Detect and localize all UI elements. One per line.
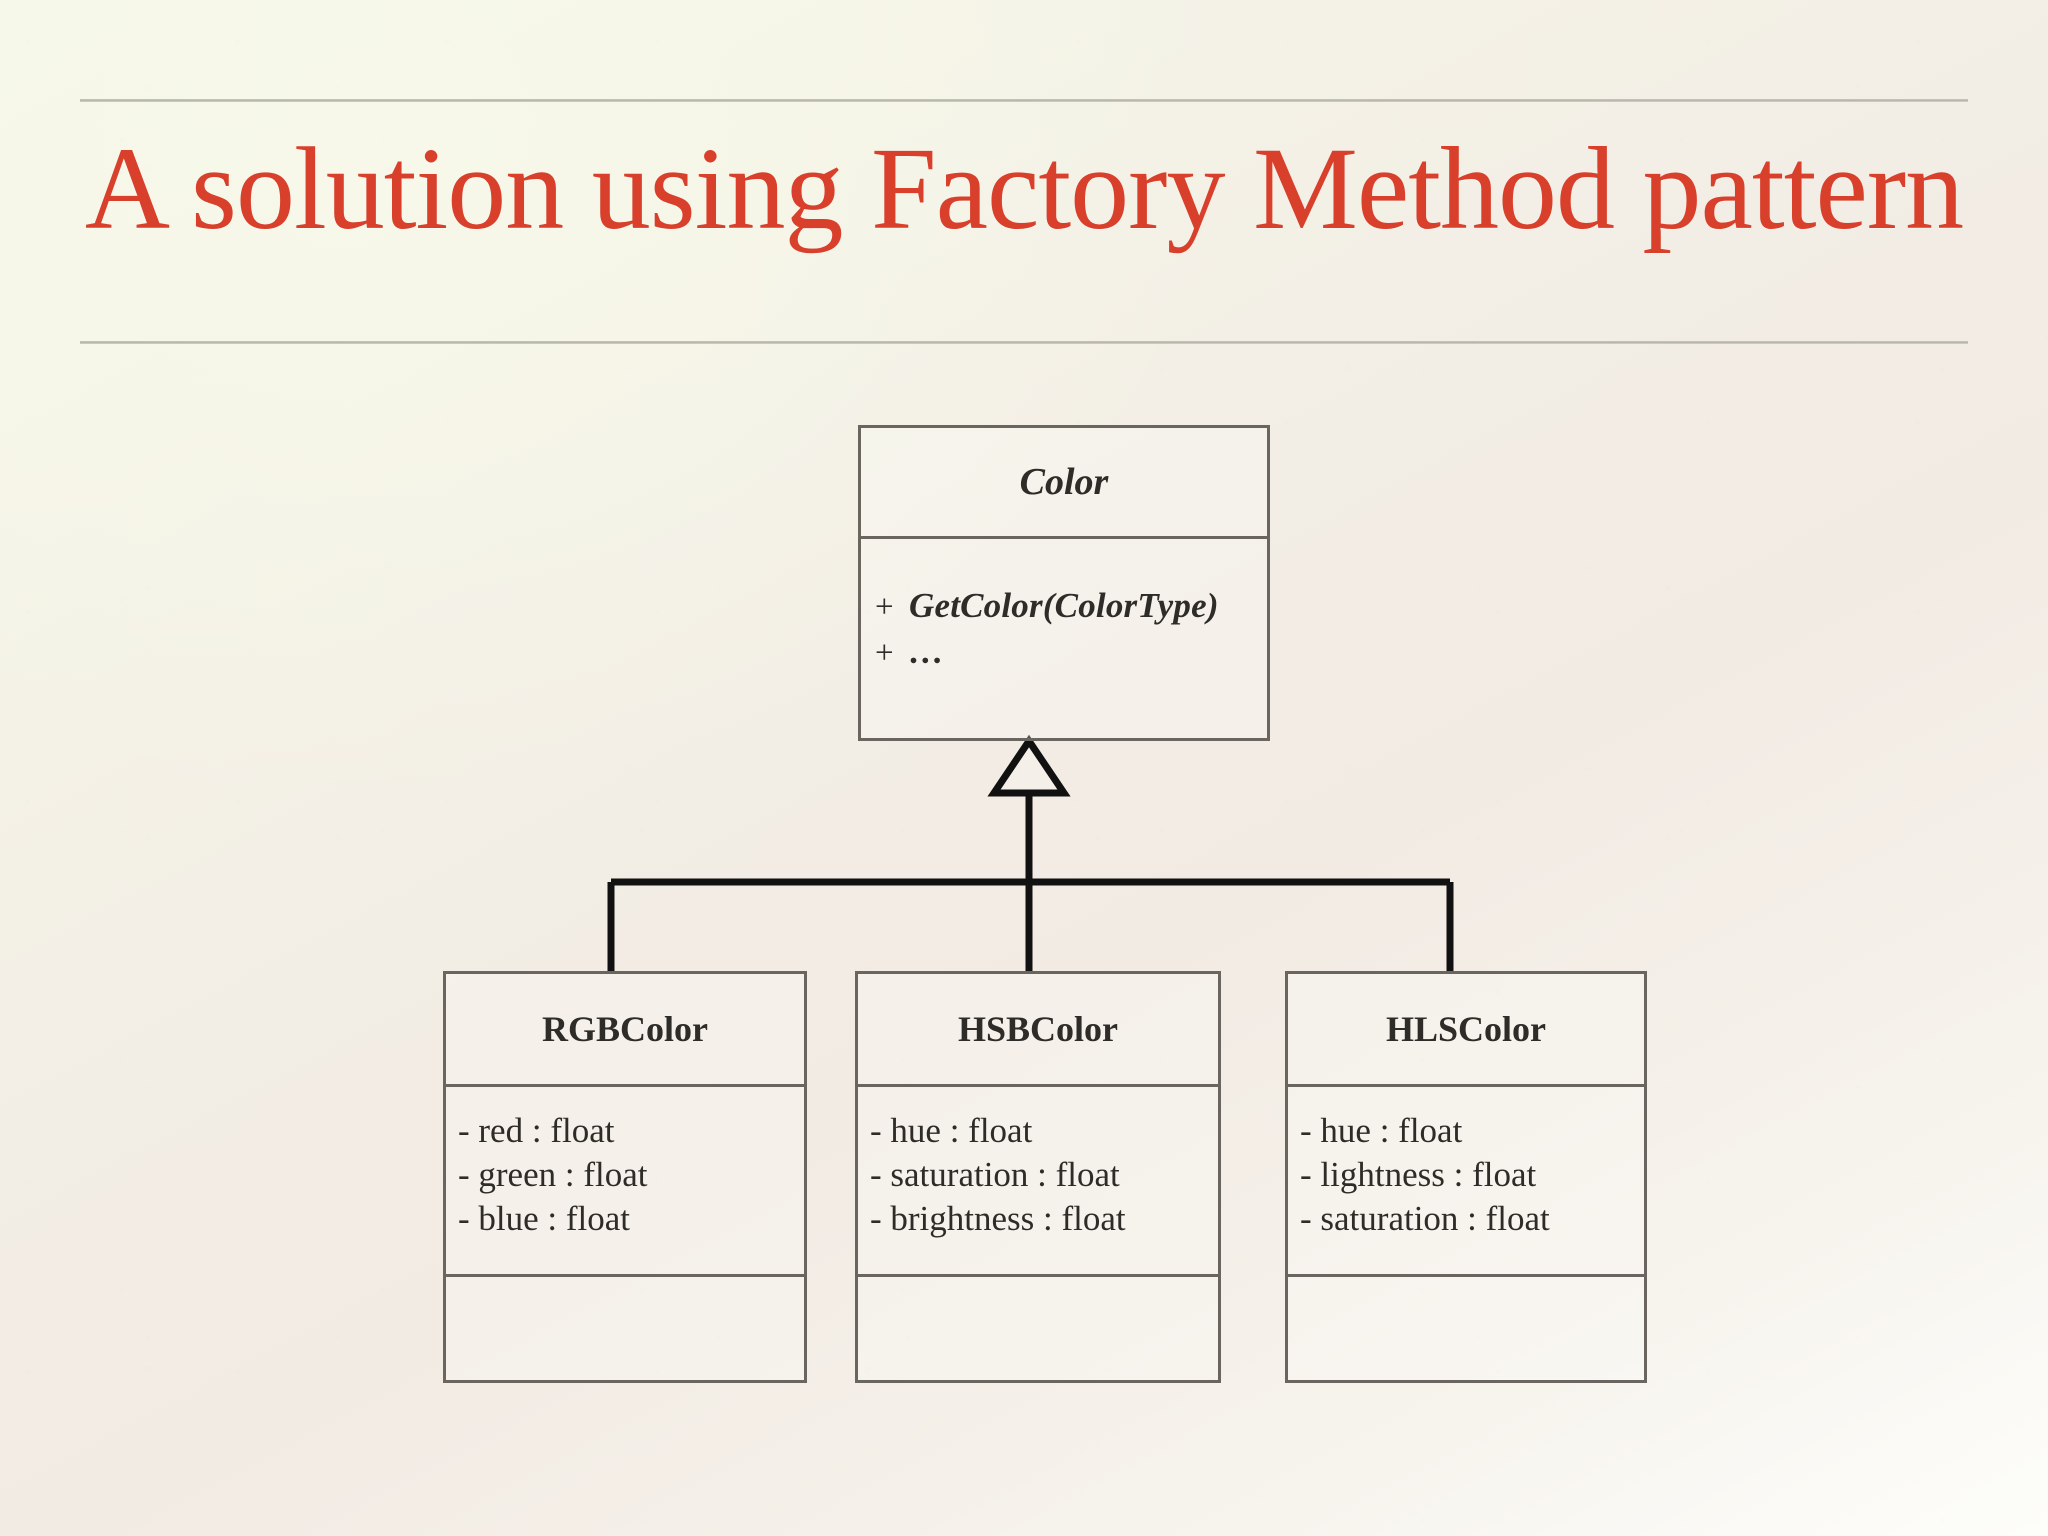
uml-class-rgbcolor-header: RGBColor (446, 974, 804, 1084)
uml-class-hlscolor-name: HLSColor (1385, 1009, 1546, 1049)
uml-attribute-row: - hue : float (1300, 1111, 1463, 1150)
uml-attribute-row: - blue : float (458, 1199, 631, 1239)
uml-attribute-row: - saturation : float (1300, 1199, 1550, 1239)
uml-attribute-row: - brightness : float (870, 1199, 1126, 1239)
uml-class-rgbcolor-name: RGBColor (542, 1009, 708, 1049)
title-rule-top (80, 99, 1968, 102)
uml-class-hsbcolor-operations (858, 1274, 1218, 1380)
uml-operation-row: + … (875, 629, 1267, 675)
uml-class-color-header: Color (861, 428, 1267, 536)
uml-class-rgbcolor[interactable]: RGBColor - red : float - green : float -… (443, 971, 807, 1383)
uml-class-rgbcolor-attributes: - red : float - green : float - blue : f… (446, 1084, 804, 1274)
uml-attribute-row: - saturation : float (870, 1155, 1120, 1195)
uml-attribute-row: - red : float (458, 1111, 615, 1150)
uml-class-color-operations: + GetColor(ColorType) + … (861, 536, 1267, 738)
title-rule-bottom (80, 341, 1968, 344)
uml-class-hsbcolor-header: HSBColor (858, 974, 1218, 1084)
uml-class-hsbcolor-attributes: - hue : float - saturation : float - bri… (858, 1084, 1218, 1274)
uml-class-hsbcolor-name: HSBColor (957, 1009, 1118, 1049)
uml-class-hlscolor-attributes: - hue : float - lightness : float - satu… (1288, 1084, 1644, 1274)
uml-attribute-row: - hue : float (870, 1111, 1033, 1150)
visibility-marker: + (875, 634, 894, 671)
uml-class-color[interactable]: Color + GetColor(ColorType) + … (858, 425, 1270, 741)
page-title: A solution using Factory Method pattern (84, 123, 1964, 254)
uml-attribute-row: - lightness : float (1300, 1155, 1537, 1195)
uml-operation-row: + GetColor(ColorType) (875, 583, 1267, 629)
uml-class-hlscolor-header: HLSColor (1288, 974, 1644, 1084)
uml-class-rgbcolor-operations (446, 1274, 804, 1380)
uml-class-hlscolor-operations (1288, 1274, 1644, 1380)
uml-attribute-row: - green : float (458, 1155, 648, 1195)
inheritance-triangle-icon (987, 734, 1071, 797)
uml-class-hsbcolor[interactable]: HSBColor - hue : float - saturation : fl… (855, 971, 1221, 1383)
uml-class-color-name: Color (1019, 461, 1109, 503)
uml-class-hlscolor[interactable]: HLSColor - hue : float - lightness : flo… (1285, 971, 1647, 1383)
operation-signature: GetColor(ColorType) (909, 586, 1219, 625)
operation-signature: … (909, 631, 945, 671)
visibility-marker: + (875, 589, 894, 625)
